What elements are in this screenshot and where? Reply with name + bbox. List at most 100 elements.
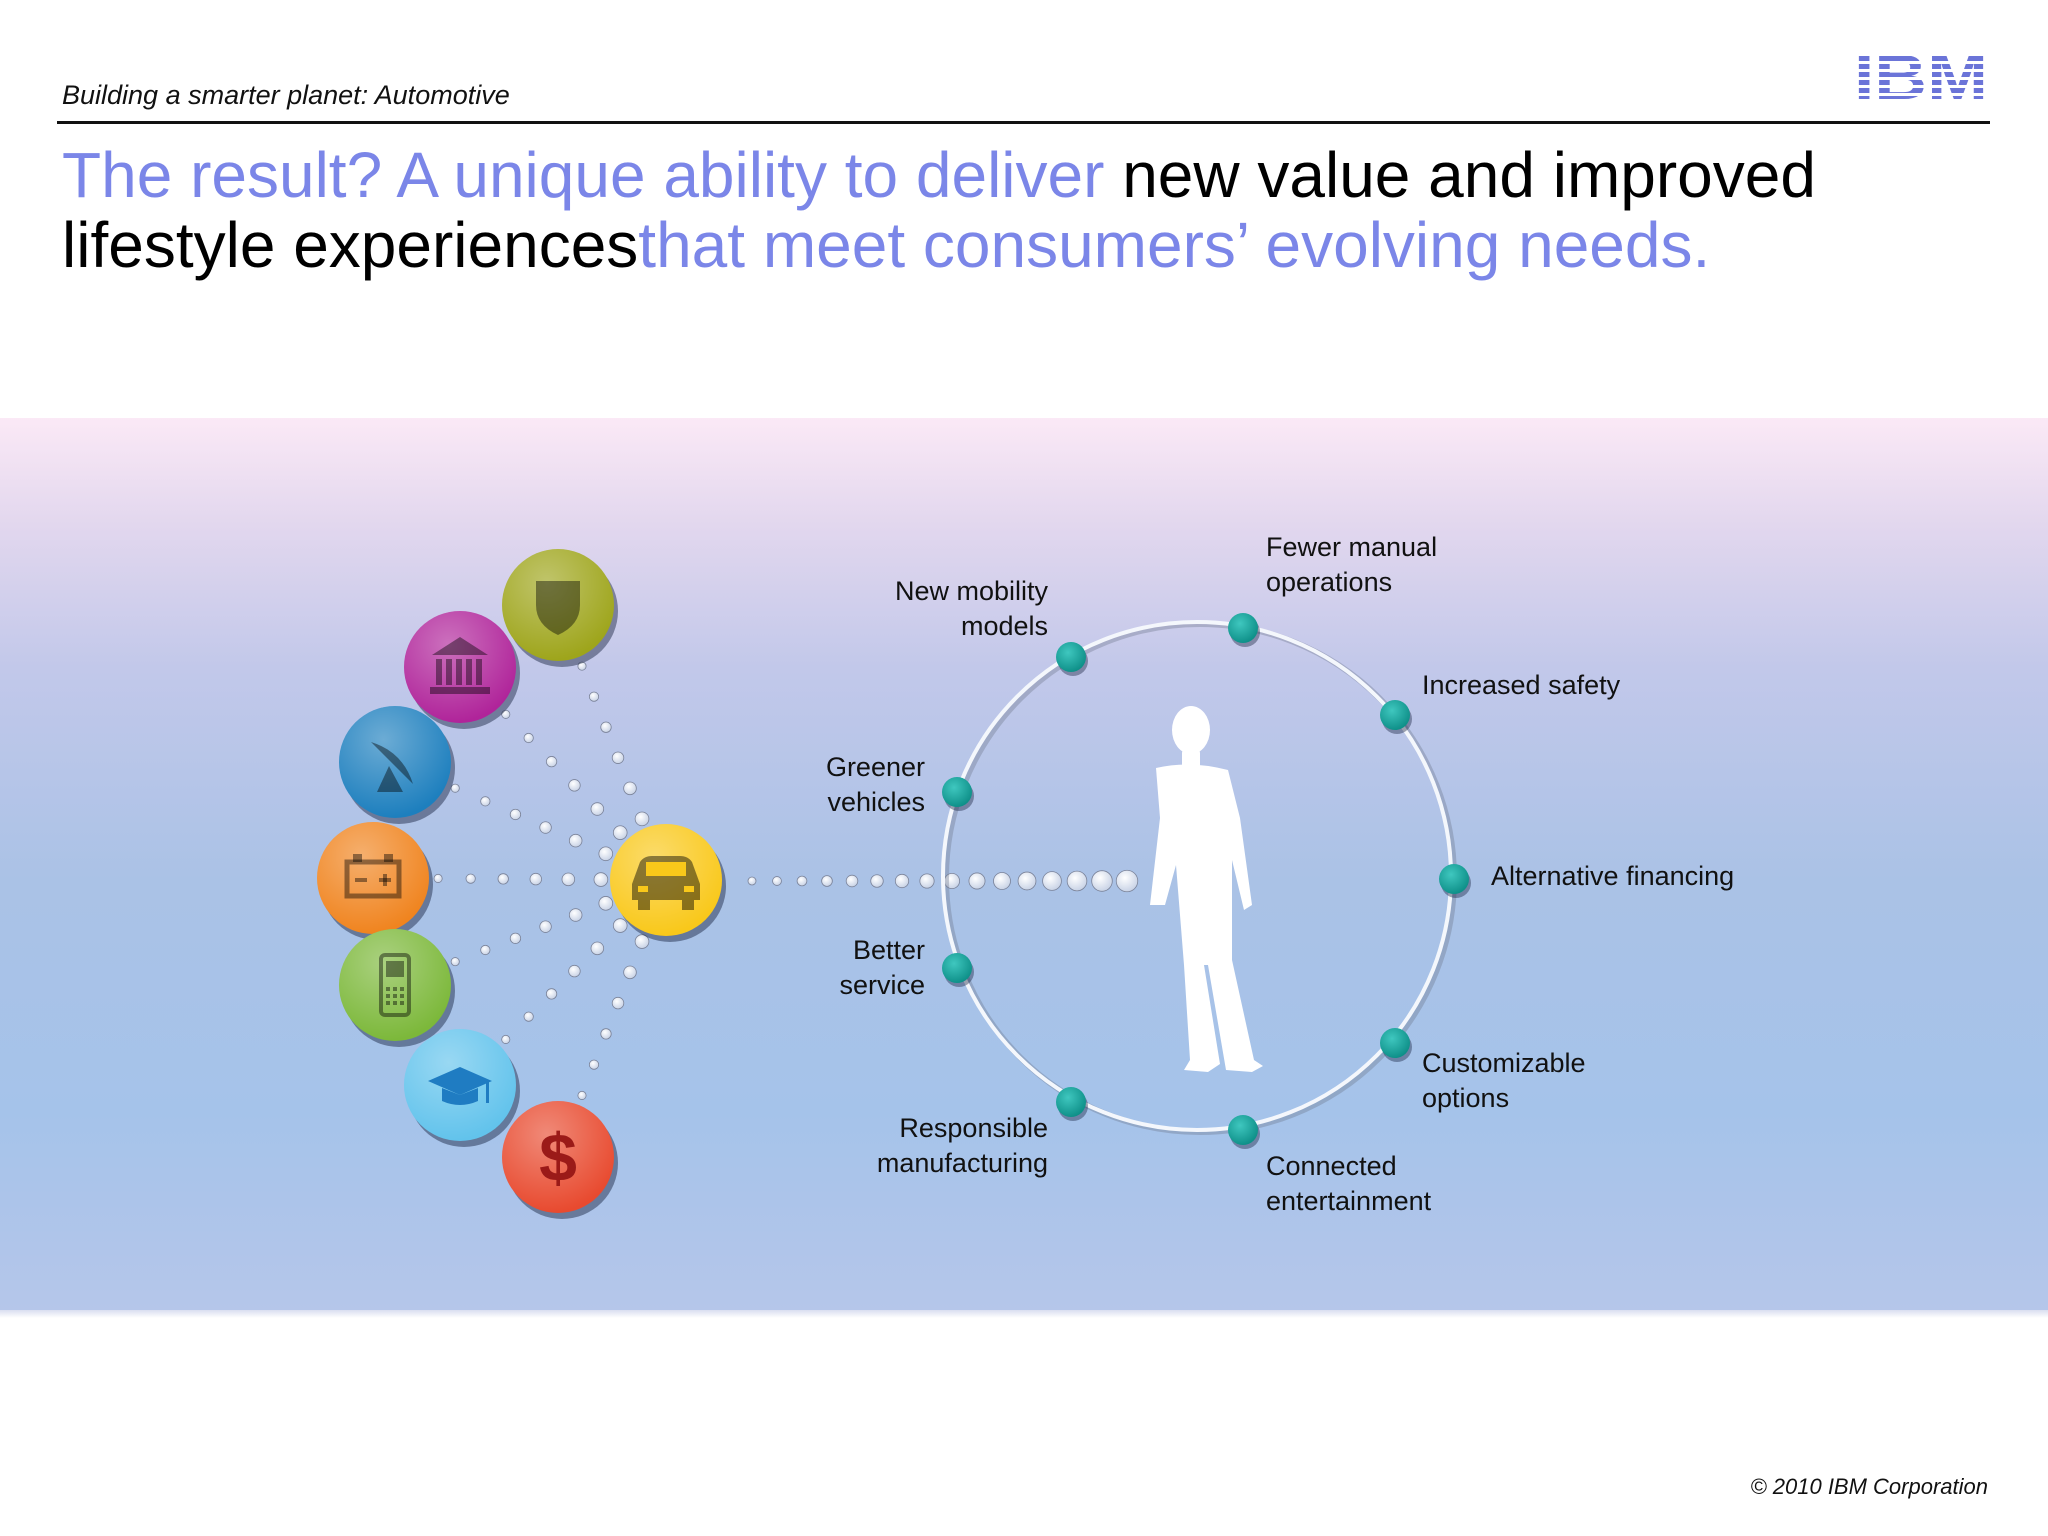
- dollar-icon: $: [539, 1120, 577, 1196]
- connector-dot-0-6: [623, 781, 637, 796]
- battery-icon: [344, 854, 402, 899]
- source-education: [404, 1029, 520, 1147]
- benefit-node-5: [942, 953, 972, 983]
- shield-icon: [536, 581, 580, 635]
- connector-dot-hub-14: [1091, 870, 1113, 892]
- connector-dot-2-7: [598, 846, 614, 862]
- label-responsible-manufacturing: Responsible manufacturing: [876, 1113, 1048, 1178]
- connector-dot-4-6: [568, 908, 583, 922]
- source-security: [502, 549, 618, 667]
- connector-dot-hub-0: [747, 876, 757, 886]
- connector-dot-4-3: [480, 944, 491, 956]
- government-building-icon: [430, 637, 490, 694]
- source-icons: $: [317, 549, 618, 1219]
- connector-dot-hub-12: [1042, 871, 1062, 891]
- connector-dot-6-3: [588, 1059, 600, 1070]
- source-satellite: [339, 706, 455, 824]
- connector-dot-hub-15: [1115, 869, 1139, 893]
- person-silhouette-icon: [1150, 706, 1263, 1072]
- connector-dot-2-6: [568, 833, 583, 848]
- graduation-cap-icon: [428, 1067, 492, 1105]
- connector-dot-1-3: [523, 732, 534, 744]
- connector-dot-hub-10: [993, 872, 1011, 890]
- benefit-node-1: [1228, 613, 1258, 643]
- connector-dot-5-7: [612, 918, 628, 933]
- connector-dot-6-2: [577, 1090, 587, 1100]
- source-government: [404, 611, 520, 729]
- connector-dot-1-7: [612, 825, 628, 840]
- header-divider: [57, 121, 1990, 124]
- hub-car: [610, 824, 726, 942]
- connector-dot-2-5: [539, 821, 552, 834]
- connector-dot-0-4: [600, 721, 612, 733]
- page-title: The result? A unique ability to deliver …: [62, 140, 1962, 280]
- connector-dot-0-3: [588, 691, 600, 702]
- label-customizable-options: Customizable options: [1422, 1048, 1586, 1113]
- label-new-mobility-models: New mobility models: [894, 576, 1048, 641]
- connector-dot-3-2: [433, 873, 443, 883]
- slide-subtitle: Building a smarter planet: Automotive: [62, 80, 510, 110]
- label-fewer-manual-operations: Fewer manual operations: [1266, 532, 1438, 597]
- connector-dot-hub-11: [1017, 871, 1037, 891]
- connector-dot-2-3: [480, 796, 491, 807]
- connector-dot-hub-9: [968, 872, 986, 890]
- connector-dot-1-5: [568, 779, 581, 792]
- connector-dot-6-7: [634, 934, 650, 949]
- connector-dot-4-2: [450, 957, 460, 967]
- benefit-node-4: [1439, 864, 1469, 894]
- car-hub: [610, 824, 726, 942]
- connector-dot-6-5: [611, 996, 625, 1010]
- connector-dot-2-4: [509, 808, 522, 821]
- connector-dot-0-7: [634, 811, 650, 827]
- connector-dot-1-4: [545, 756, 558, 768]
- connector-dot-3-5: [529, 872, 542, 886]
- copyright: © 2010 IBM Corporation: [1750, 1474, 1988, 1499]
- connector-dot-4-4: [509, 932, 522, 944]
- connector-dot-3-3: [465, 873, 476, 884]
- connector-dot-hub-7: [919, 873, 935, 889]
- benefit-node-8: [1228, 1115, 1258, 1145]
- connector-dot-hub-5: [870, 874, 884, 888]
- label-better-service: Better service: [839, 935, 925, 1000]
- headline-part-3: that meet consumers’ evolving needs.: [638, 209, 1711, 281]
- connector-dot-3-4: [497, 873, 509, 885]
- benefit-node-6: [1380, 1028, 1410, 1058]
- connector-dot-hub-1: [772, 876, 782, 886]
- connector-dot-hub-6: [894, 873, 910, 889]
- benefit-node-2: [1380, 700, 1410, 730]
- svg-text:$: $: [539, 1120, 577, 1196]
- label-increased-safety: Increased safety: [1422, 670, 1621, 700]
- connector-dot-1-6: [590, 802, 605, 816]
- connector-dot-6-6: [623, 965, 637, 980]
- label-alternative-financing: Alternative financing: [1491, 861, 1735, 891]
- ibm-logo-text: IBM: [1854, 48, 1988, 104]
- headline-part-2: new value and improved lifestyle experie…: [62, 139, 1816, 281]
- connector-dot-0-2: [577, 661, 587, 671]
- source-mobile: [339, 929, 455, 1047]
- car-icon: [632, 856, 700, 910]
- connector-dot-5-2: [501, 1034, 511, 1044]
- satellite-dish-icon: [371, 742, 413, 792]
- connector-dot-hub-4: [845, 874, 859, 888]
- connector-dot-0-5: [611, 751, 625, 764]
- benefit-node-7: [1056, 1087, 1086, 1117]
- connector-dot-4-5: [539, 920, 552, 933]
- ibm-logo: IBM: [1854, 48, 1988, 104]
- connector-dot-5-4: [545, 988, 558, 1000]
- connector-dot-2-2: [450, 783, 460, 793]
- source-energy: [317, 822, 433, 940]
- benefit-nodes: [942, 613, 1471, 1149]
- connector-dot-6-4: [600, 1028, 612, 1040]
- label-connected-entertainment: Connected entertainment: [1266, 1151, 1432, 1216]
- connector-dot-3-6: [561, 872, 576, 887]
- mobile-phone-icon: [379, 953, 411, 1017]
- source-finance: $: [502, 1101, 618, 1219]
- connector-dot-5-3: [523, 1011, 534, 1022]
- connector-dots: [401, 631, 1139, 1131]
- benefit-node-3: [942, 777, 972, 807]
- connector-dot-hub-13: [1066, 870, 1088, 892]
- connector-dot-3-7: [593, 872, 609, 887]
- diagram-background-edge: [0, 1310, 2048, 1318]
- connector-dot-5-5: [568, 964, 581, 978]
- connector-dot-1-2: [501, 709, 511, 719]
